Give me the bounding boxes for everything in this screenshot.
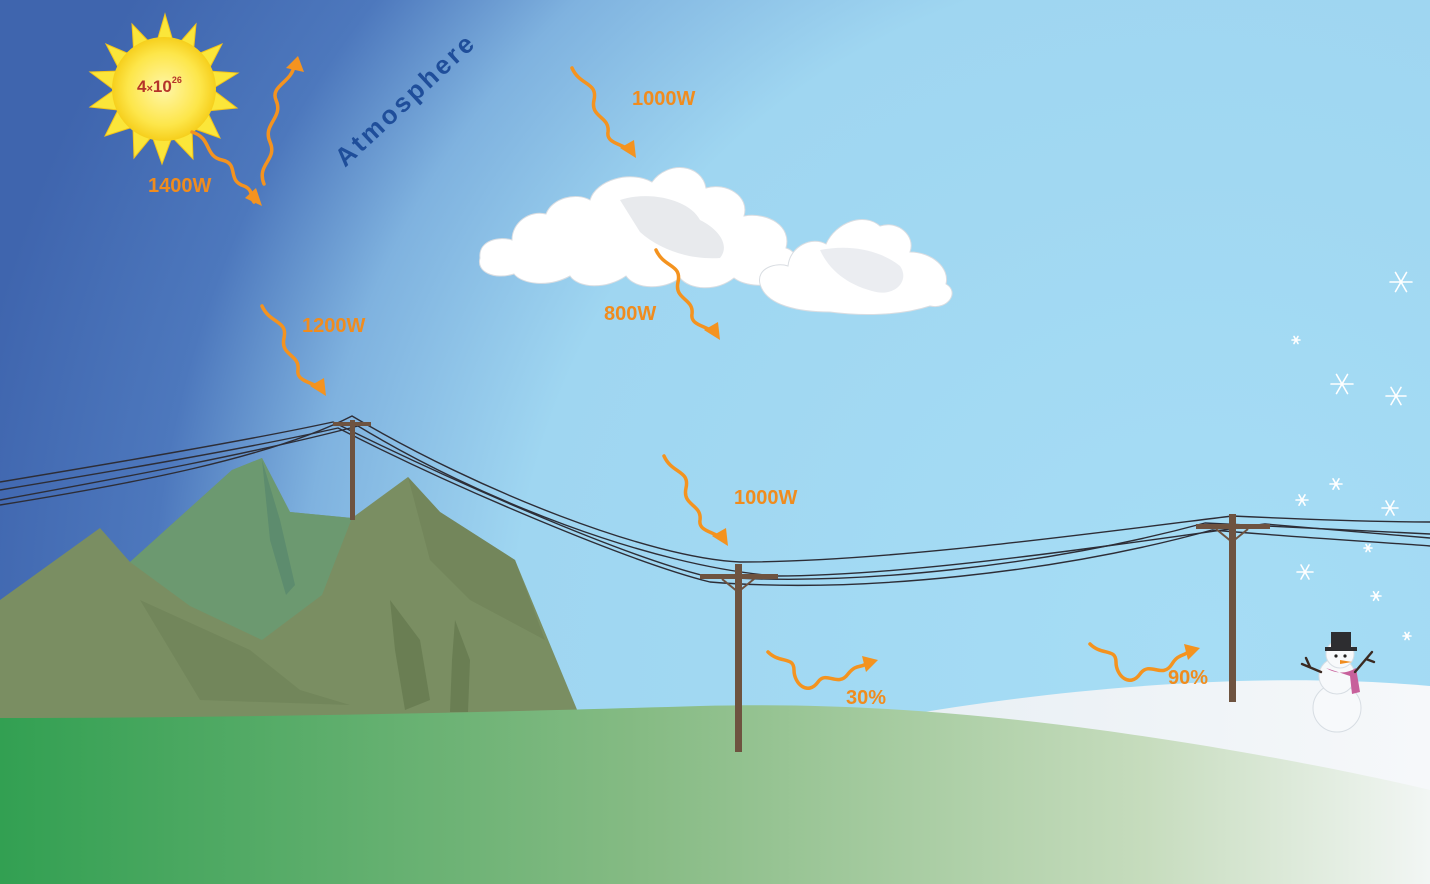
utility-pole-left [333,420,371,520]
label-upper-sky: 1000W [632,88,695,110]
label-sun-flux: 1400W [148,175,211,197]
label-snow-reflect: 90% [1168,667,1208,689]
arrow-sun-incoming [190,130,262,206]
mountains [0,458,578,722]
sun-label-times: × [146,83,152,95]
arrow-mountain [260,304,326,396]
arrow-upper-sky [570,66,636,158]
arrow-under-cloud [654,248,720,340]
label-mountain: 1200W [302,315,365,337]
snowman [1300,632,1376,733]
snowflakes [1291,271,1413,641]
utility-pole-middle [700,564,778,752]
arrow-sun-reflected [260,56,304,186]
cloud [478,167,953,315]
label-under-cloud: 800W [604,303,656,325]
grass-ground [0,705,1430,884]
utility-pole-right [1196,514,1270,702]
label-pole-middle: 1000W [734,487,797,509]
sun-label-base: 4 [137,77,147,96]
arrow-snow-reflect [1088,642,1200,682]
arrow-grass-reflect [766,650,878,690]
sun: 4×1026 [88,12,240,166]
arrow-pole-middle [662,454,728,546]
sun-label-ten: 10 [153,77,172,96]
label-grass-reflect: 30% [846,687,886,709]
svg-text:4×1026: 4×1026 [137,75,182,96]
sun-label-exponent: 26 [172,75,182,85]
